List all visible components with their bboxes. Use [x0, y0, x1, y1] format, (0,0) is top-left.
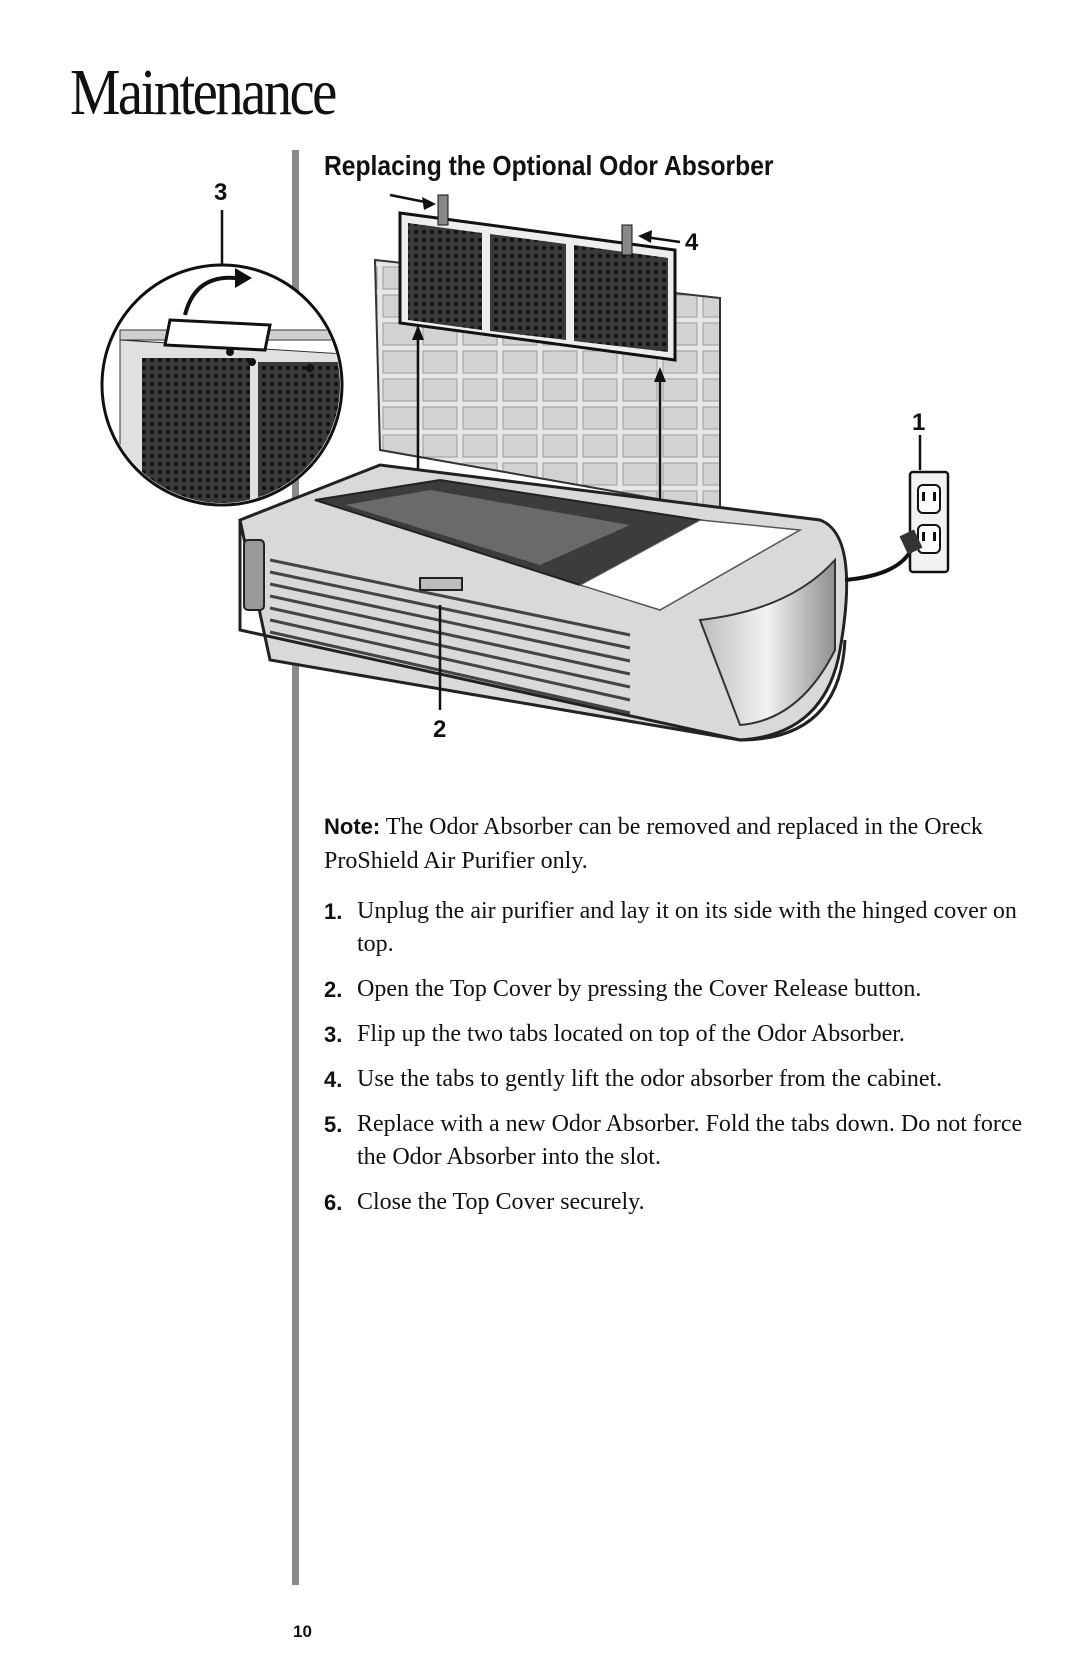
- section-title: Replacing the Optional Odor Absorber: [324, 150, 774, 181]
- vertical-divider: [292, 150, 299, 1585]
- step-text: Close the Top Cover securely.: [357, 1189, 645, 1215]
- instruction-steps: 1. Unplug the air purifier and lay it on…: [324, 895, 1024, 1231]
- step-item: 4. Use the tabs to gently lift the odor …: [324, 1063, 1024, 1096]
- callout-4: 4: [685, 229, 699, 256]
- step-number: 6.: [324, 1190, 343, 1215]
- step-item: 3. Flip up the two tabs located on top o…: [324, 1018, 1024, 1051]
- step-number: 2.: [324, 977, 343, 1002]
- note-paragraph: Note: The Odor Absorber can be removed a…: [324, 810, 1024, 878]
- callout-3: 3: [214, 180, 227, 206]
- step-number: 3.: [324, 1022, 343, 1047]
- step-text: Unplug the air purifier and lay it on it…: [357, 898, 1017, 957]
- wall-outlet: [908, 470, 950, 574]
- step-number: 5.: [324, 1112, 343, 1137]
- page-number: 10: [293, 1622, 312, 1641]
- purifier-cabinet: [238, 463, 849, 742]
- callout-2: 2: [433, 716, 446, 743]
- air-purifier-illustration: 3 4 1 2: [100, 180, 950, 743]
- step-item: 1. Unplug the air purifier and lay it on…: [324, 895, 1024, 961]
- step-number: 4.: [324, 1067, 343, 1092]
- page-title: Maintenance: [70, 56, 337, 129]
- note-label: Note:: [324, 814, 381, 839]
- step-number: 1.: [324, 899, 343, 924]
- step-item: 2. Open the Top Cover by pressing the Co…: [324, 973, 1024, 1006]
- odor-absorber: [398, 194, 677, 362]
- step-item: 6. Close the Top Cover securely.: [324, 1186, 1024, 1219]
- step-item: 5. Replace with a new Odor Absorber. Fol…: [324, 1108, 1024, 1174]
- note-text: The Odor Absorber can be removed and rep…: [324, 814, 983, 874]
- step-text: Replace with a new Odor Absorber. Fold t…: [357, 1111, 1023, 1170]
- step-text: Flip up the two tabs located on top of t…: [357, 1021, 905, 1047]
- step-text: Use the tabs to gently lift the odor abs…: [357, 1066, 943, 1092]
- callout-1: 1: [912, 409, 925, 436]
- step-text: Open the Top Cover by pressing the Cover…: [357, 976, 922, 1002]
